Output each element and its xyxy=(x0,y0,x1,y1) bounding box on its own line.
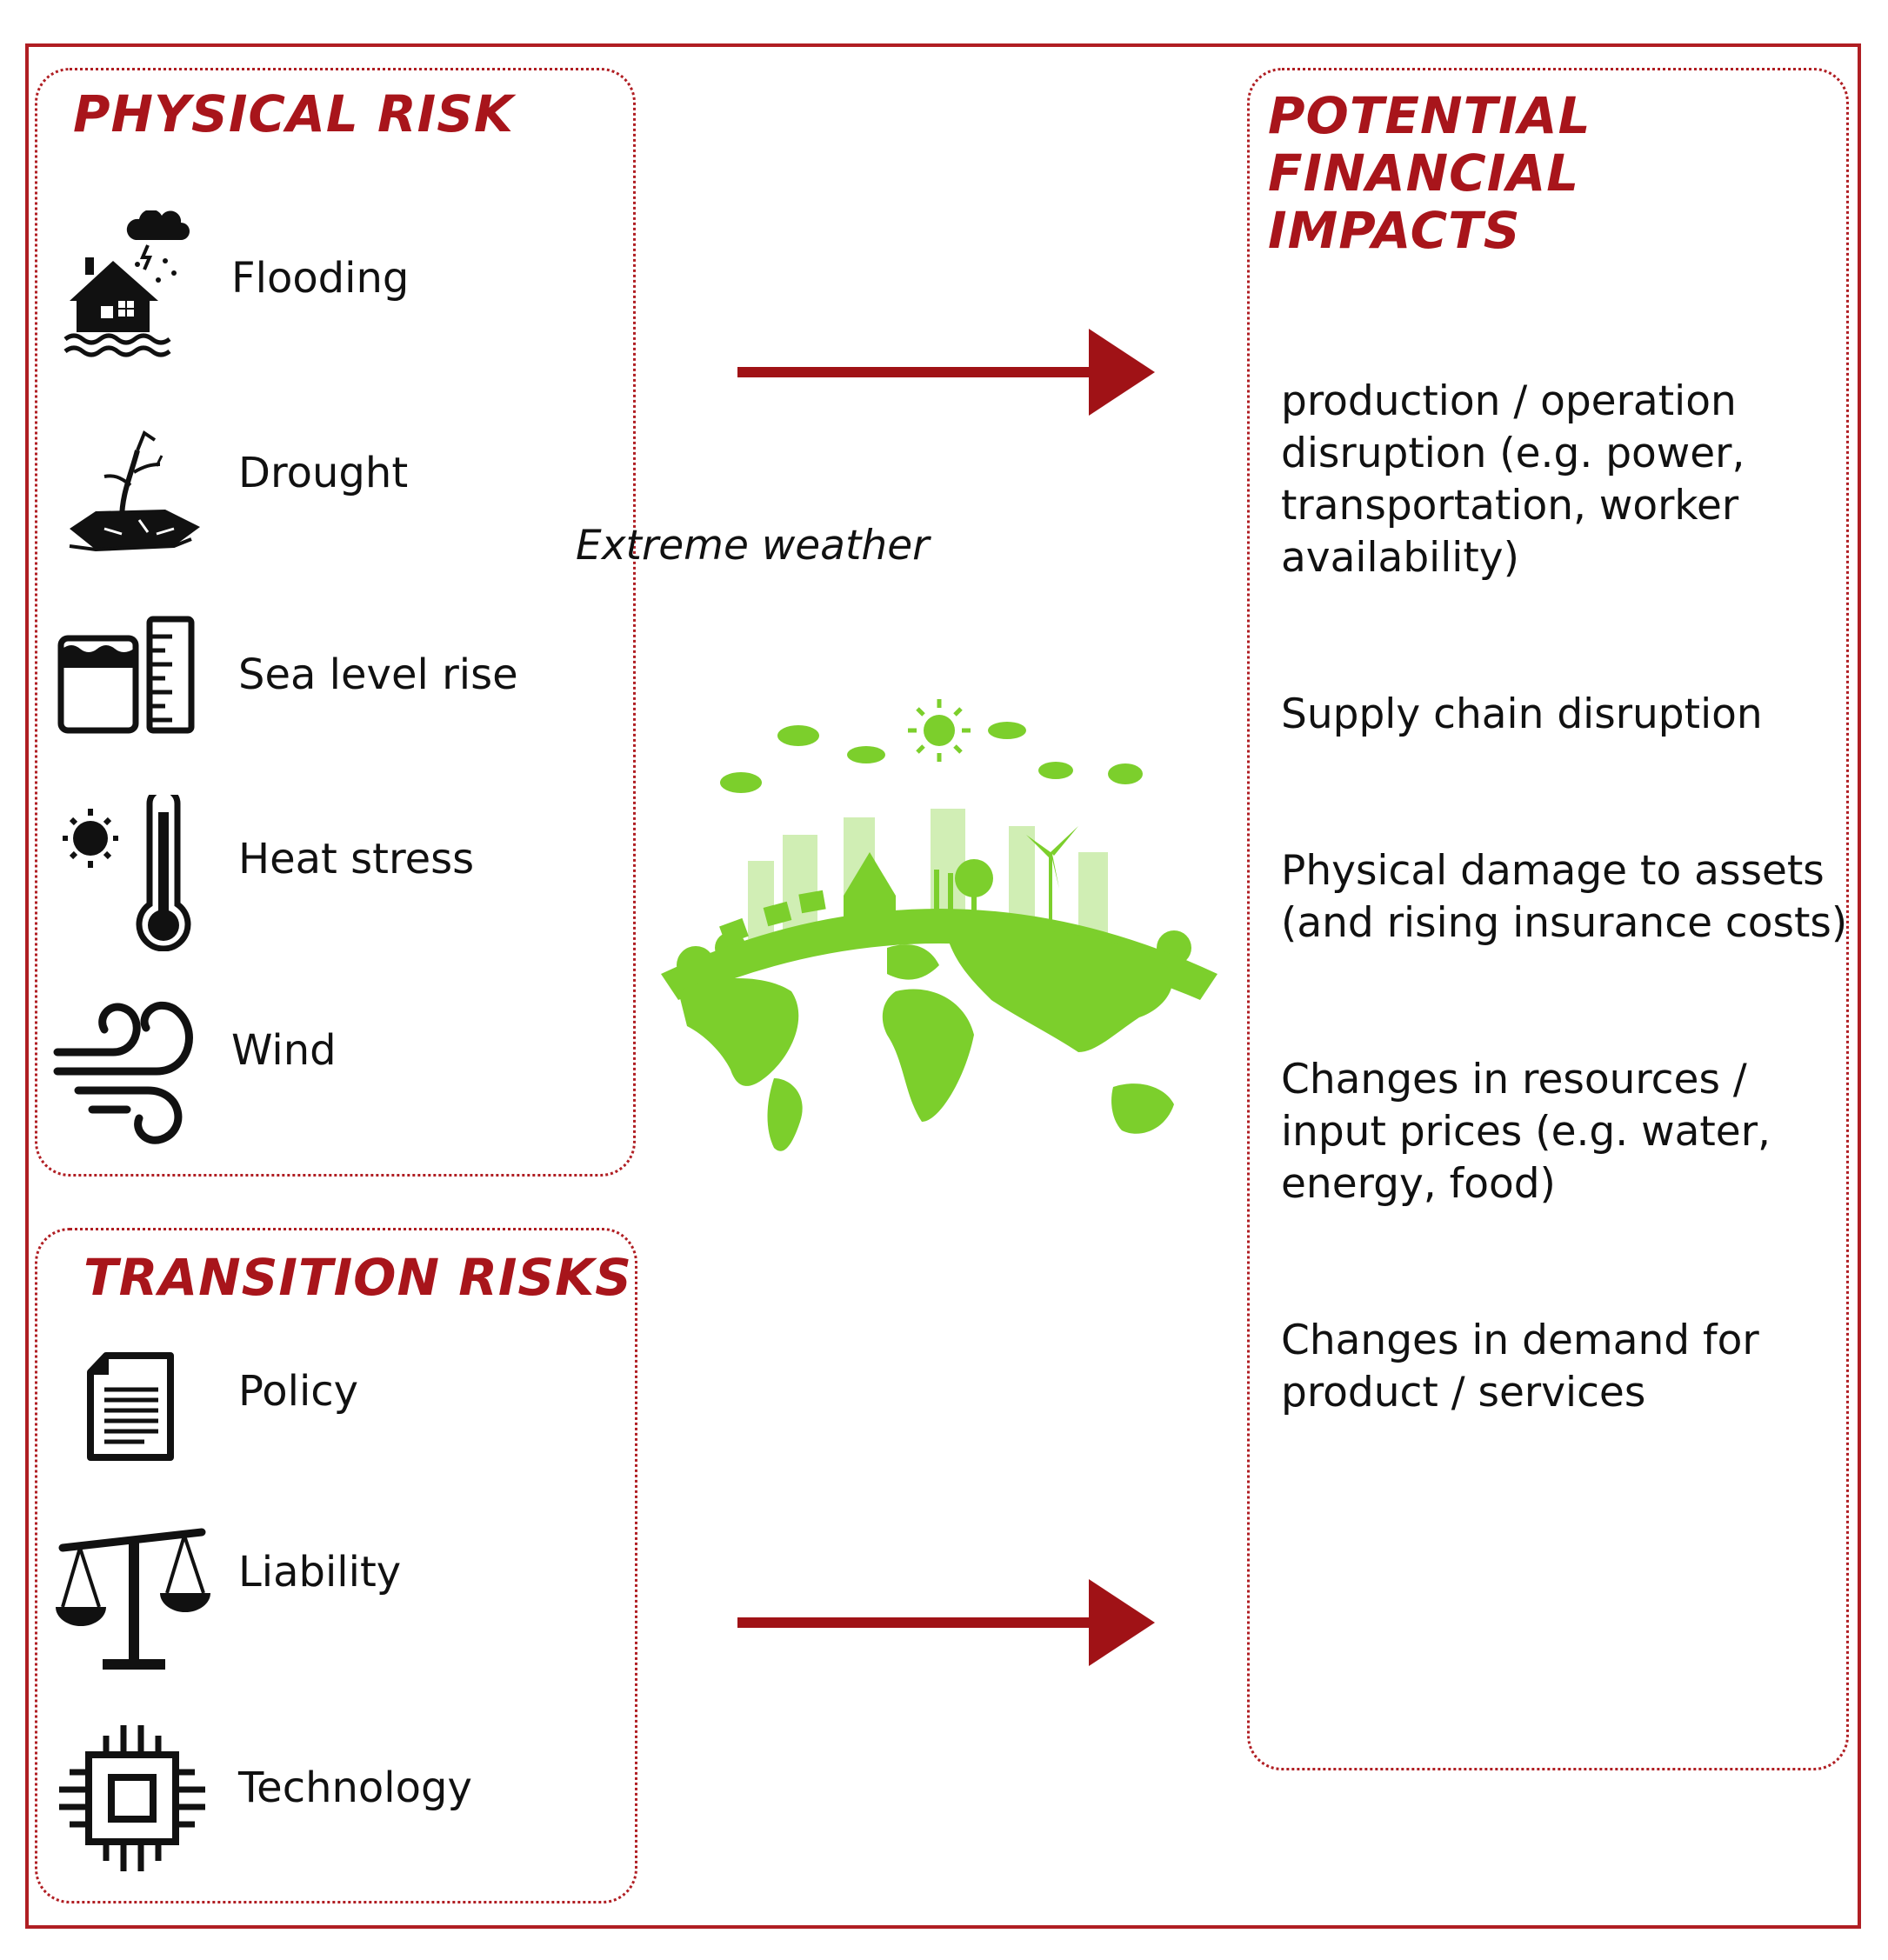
dead-tree-icon xyxy=(69,430,200,552)
green-earth-icon xyxy=(661,699,1218,1151)
transition-item-technology: Technology xyxy=(238,1763,472,1812)
outer-frame xyxy=(25,43,1861,1929)
impact-item-supply-chain: Supply chain disruption xyxy=(1281,690,1763,738)
transition-risks-panel xyxy=(35,1228,637,1903)
physical-item-heat-stress: Heat stress xyxy=(238,835,475,883)
physical-item-drought: Drought xyxy=(238,449,409,497)
transition-item-policy: Policy xyxy=(238,1367,359,1416)
water-gauge-icon xyxy=(57,616,195,734)
chip-icon xyxy=(59,1725,205,1871)
impact-item-operation-disruption: production / operation disruption (e.g. … xyxy=(1281,377,1745,582)
physical-impact-arrow xyxy=(737,329,1155,416)
extreme-weather-caption: Extreme weather xyxy=(576,522,930,570)
transition-item-liability: Liability xyxy=(238,1548,402,1597)
transition-risks-title: TRANSITION RISKS xyxy=(83,1248,632,1307)
physical-item-sea-level-rise: Sea level rise xyxy=(238,650,518,699)
financial-impacts-title: POTENTIAL FINANCIAL IMPACTS xyxy=(1268,86,1591,260)
physical-risk-panel xyxy=(35,68,636,1177)
flooded-house-icon xyxy=(63,210,190,357)
transition-impact-arrow xyxy=(737,1579,1155,1666)
impact-item-input-prices: Changes in resources / input prices (e.g… xyxy=(1281,1056,1771,1208)
document-icon xyxy=(87,1352,174,1461)
thermometer-sun-icon xyxy=(63,795,191,951)
scales-icon xyxy=(56,1528,210,1670)
physical-item-wind: Wind xyxy=(231,1026,337,1075)
financial-impacts-panel xyxy=(1247,68,1849,1770)
impact-item-demand-changes: Changes in demand for product / services xyxy=(1281,1317,1759,1417)
physical-item-flooding: Flooding xyxy=(231,254,410,303)
impact-item-physical-damage: Physical damage to assets (and rising in… xyxy=(1281,847,1848,947)
wind-icon xyxy=(53,1001,193,1144)
physical-risk-title: PHYSICAL RISK xyxy=(73,84,514,143)
